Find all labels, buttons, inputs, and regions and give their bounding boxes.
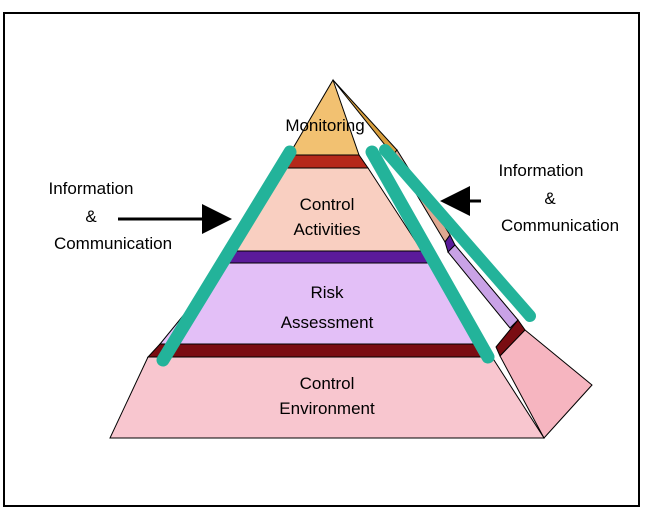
risk-assessment-label-line2: Assessment	[281, 313, 374, 332]
monitoring-label: Monitoring	[285, 116, 364, 135]
left-callout-line2: &	[85, 207, 97, 226]
risk-assessment-side-face	[447, 244, 519, 329]
right-teal-bar	[379, 144, 536, 322]
dark-red-band	[146, 343, 493, 358]
right-callout-line1: Information	[498, 161, 583, 180]
right-callout-line2: &	[544, 189, 556, 208]
control-environment-label-line1: Control	[300, 374, 355, 393]
control-activities-label-line2: Activities	[293, 220, 360, 239]
risk-assessment-label-line1: Risk	[310, 283, 344, 302]
control-activities-label-line1: Control	[300, 195, 355, 214]
center-teal-bar	[365, 145, 495, 364]
monitoring-tier	[288, 78, 360, 156]
purple-band	[225, 250, 432, 264]
left-callout-line3: Communication	[54, 234, 172, 253]
control-environment-tier	[109, 356, 545, 439]
control-environment-label-line2: Environment	[279, 399, 375, 418]
left-teal-bar	[156, 145, 297, 367]
right-callout-line3: Communication	[501, 216, 619, 235]
left-callout-line1: Information	[48, 179, 133, 198]
